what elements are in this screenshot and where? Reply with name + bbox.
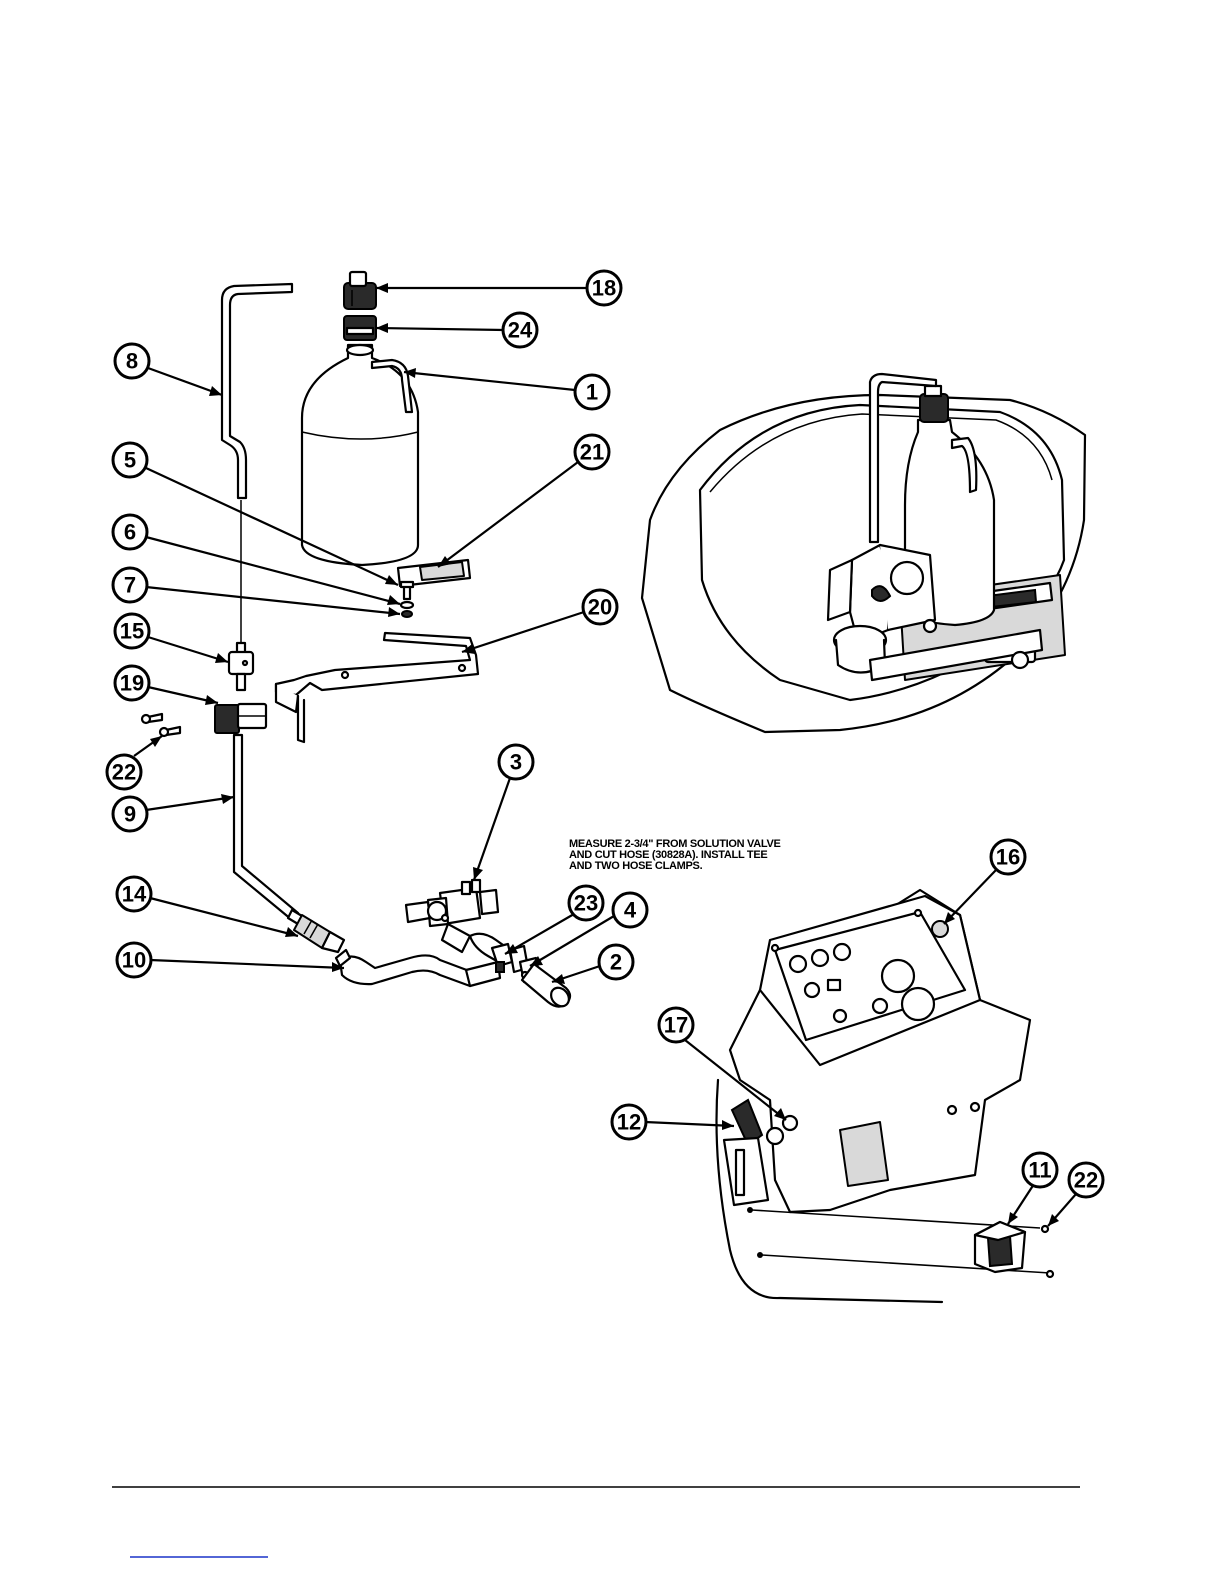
callout-16-label: 16 [996,845,1020,870]
callout-8-label: 8 [126,349,138,374]
washer-6 [401,602,413,608]
callout-7-label: 7 [124,573,136,598]
bracket-20 [276,633,478,742]
screws-22-left [142,714,180,736]
callout-8: 8 [115,344,222,396]
installation-note: MEASURE 2-3/4" FROM SOLUTION VALVE AND C… [569,838,781,872]
callout-22-left: 22 [107,736,162,789]
fitting-14 [288,910,344,952]
callout-17-label: 17 [664,1013,688,1038]
cap-18 [344,272,376,309]
callout-4-label: 4 [624,898,637,923]
callout-3-label: 3 [510,750,522,775]
callout-9-label: 9 [124,802,136,827]
callout-14: 14 [117,877,298,937]
hose-8 [222,284,292,498]
installed-view-top [642,374,1085,732]
callout-10-label: 10 [122,948,146,973]
callout-18-label: 18 [592,276,616,301]
check-valve-15 [229,643,253,690]
clamp-19 [215,704,266,733]
note-line-3: AND TWO HOSE CLAMPS. [569,860,703,872]
callout-22-right-label: 22 [1074,1168,1098,1193]
callout-23-label: 23 [574,891,598,916]
callout-14-label: 14 [122,882,147,907]
callout-11-label: 11 [1028,1158,1051,1183]
callout-1-label: 1 [586,380,598,405]
callout-15-label: 15 [120,619,144,644]
bottle-1 [302,345,418,565]
callout-1: 1 [404,368,609,409]
callout-22-left-label: 22 [112,760,136,785]
callout-3: 3 [473,745,533,880]
callout-10: 10 [117,943,344,977]
callout-24-label: 24 [508,318,533,343]
callout-16: 16 [944,840,1025,924]
hose-10 [340,955,472,986]
screw-5 [401,582,413,599]
callout-5-label: 5 [124,448,136,473]
callout-21: 21 [438,435,609,567]
callout-11: 11 [1008,1153,1057,1224]
callout-18: 18 [376,271,621,305]
callout-24: 24 [376,313,537,347]
callout-23: 23 [505,886,603,954]
callout-21-label: 21 [580,440,604,465]
callout-15: 15 [115,614,228,663]
hose-9 [234,735,298,920]
console-view [717,890,1054,1302]
nut-7 [402,611,412,617]
callout-20-label: 20 [588,595,612,620]
callout-12-label: 12 [617,1110,641,1135]
insert-24 [344,316,376,340]
callout-20: 20 [462,590,617,654]
callout-2: 2 [552,945,633,984]
callout-6-label: 6 [124,520,136,545]
callout-19-label: 19 [120,671,144,696]
callout-2-label: 2 [610,950,622,975]
callout-9: 9 [113,794,234,831]
callout-19: 19 [115,666,218,705]
